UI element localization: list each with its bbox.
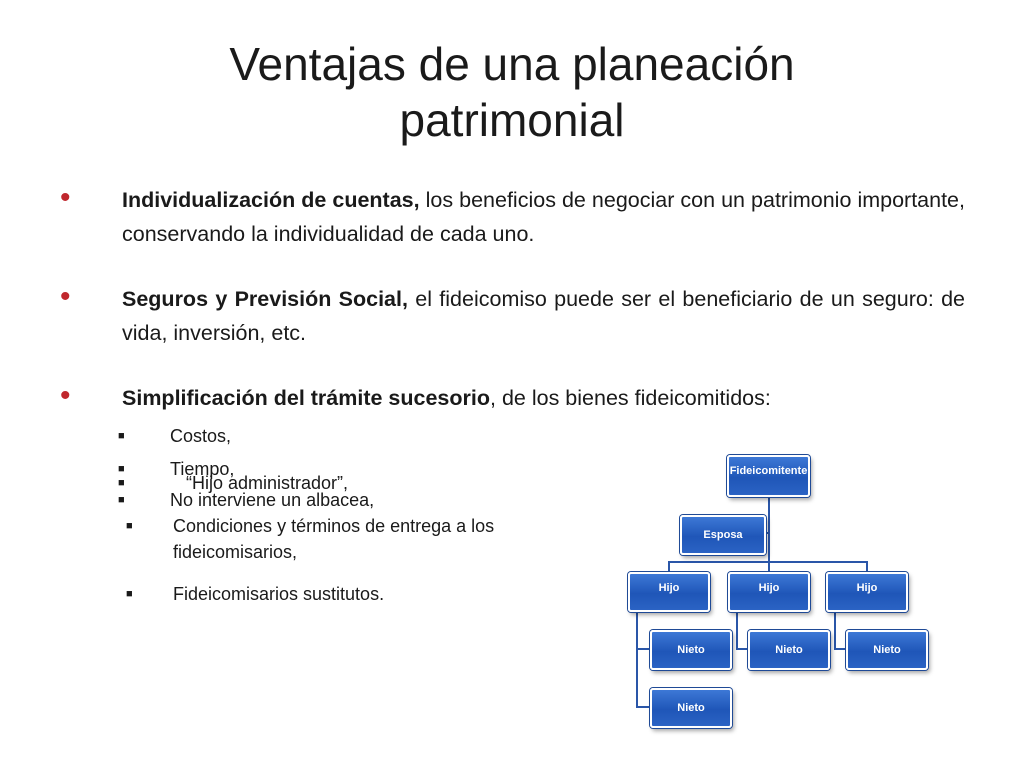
- bullet-dot: •: [60, 280, 71, 313]
- bullet-body: los beneficios de negociar con un patrim…: [122, 188, 965, 246]
- org-box-label: Nieto: [873, 644, 901, 656]
- sub-item-text: Condiciones y términos de entrega a los …: [173, 516, 495, 562]
- bullet-text: Seguros y Previsión Social, el fideicomi…: [122, 282, 965, 350]
- connector-child-1-down: [636, 610, 638, 708]
- bullet-seguros: • Seguros y Previsión Social, el fideico…: [60, 282, 965, 350]
- slide-title: Ventajas de una planeación patrimonial: [0, 36, 1024, 148]
- sub-item-text: Fideicomisarios sustitutos.: [173, 584, 385, 604]
- square-bullet-icon: ■: [118, 494, 125, 506]
- bullet-body: el fideicomiso puede ser el beneficiario…: [122, 287, 965, 345]
- org-box-label: Fideicomitente: [729, 465, 808, 477]
- bullet-bold: Simplificación del trámite sucesorio: [122, 386, 490, 410]
- bullet-simplificacion: • Simplificación del trámite sucesorio, …: [60, 381, 965, 415]
- square-bullet-icon: ■: [126, 588, 133, 600]
- square-bullet-icon: ■: [118, 430, 125, 442]
- org-box-nieto-1b: Nieto: [650, 688, 732, 728]
- square-bullet-icon: ■: [118, 477, 125, 489]
- org-box-label: Hijo: [758, 582, 780, 594]
- sub-item-text: “Hijo administrador”,: [186, 473, 349, 493]
- org-box-nieto-2: Nieto: [748, 630, 830, 670]
- connector-child-3-down: [834, 610, 836, 650]
- bullet-individualizacion: • Individualización de cuentas, los bene…: [60, 183, 965, 251]
- title-line-2: patrimonial: [399, 94, 625, 146]
- bullet-body: , de los bienes fideicomitidos:: [490, 386, 771, 410]
- org-box-nieto-3: Nieto: [846, 630, 928, 670]
- sub-item-text: Tiempo,: [170, 459, 235, 479]
- bullet-bold: Seguros y Previsión Social,: [122, 287, 408, 311]
- org-box-hijo-2: Hijo: [728, 572, 810, 612]
- bullet-text: Simplificación del trámite sucesorio, de…: [122, 381, 965, 415]
- org-box-label: Nieto: [677, 702, 705, 714]
- square-bullet-icon: ■: [126, 520, 133, 532]
- connector-root-trunk: [768, 495, 770, 562]
- title-line-1: Ventajas de una planeación: [229, 38, 795, 90]
- org-box-label: Esposa: [703, 529, 743, 541]
- org-box-label: Hijo: [856, 582, 878, 594]
- org-box-nieto-1a: Nieto: [650, 630, 732, 670]
- org-box-label: Nieto: [677, 644, 705, 656]
- bullet-dot: •: [60, 379, 71, 412]
- sub-item-text: No interviene un albacea,: [170, 490, 375, 510]
- org-box-label: Nieto: [775, 644, 803, 656]
- bullet-dot: •: [60, 181, 71, 214]
- org-box-fideicomitente: Fideicomitente: [727, 455, 810, 497]
- org-box-label: Hijo: [658, 582, 680, 594]
- connector-child-2-down: [736, 610, 738, 650]
- square-bullet-icon: ■: [118, 463, 125, 475]
- bullet-text: Individualización de cuentas, los benefi…: [122, 183, 965, 251]
- org-box-hijo-3: Hijo: [826, 572, 908, 612]
- sub-item-text: Costos,: [170, 426, 232, 446]
- connector-children-bar: [668, 561, 868, 563]
- bullet-bold: Individualización de cuentas,: [122, 188, 420, 212]
- org-box-hijo-1: Hijo: [628, 572, 710, 612]
- org-box-esposa: Esposa: [680, 515, 766, 555]
